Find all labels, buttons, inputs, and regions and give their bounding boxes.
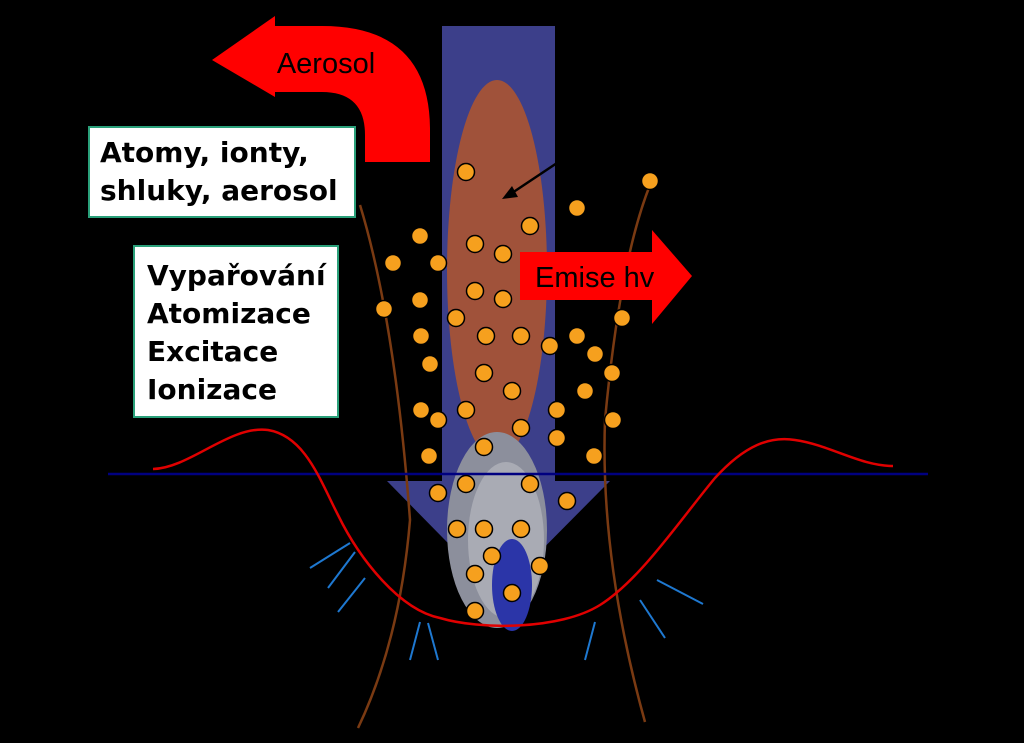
particle <box>493 289 513 309</box>
particle <box>476 326 496 346</box>
particle <box>383 253 403 273</box>
particle <box>567 326 587 346</box>
particle <box>493 244 513 264</box>
particle <box>511 326 531 346</box>
particle <box>511 519 531 539</box>
particle <box>474 363 494 383</box>
particle <box>465 601 485 621</box>
particle <box>447 519 467 539</box>
products-box: Atomy, ionty, shluky, aerosol <box>88 126 356 218</box>
particle <box>602 363 622 383</box>
emission-arrow <box>520 230 692 324</box>
particle <box>411 400 431 420</box>
particle <box>465 234 485 254</box>
particle <box>547 400 567 420</box>
process-ionization: Ionizace <box>147 373 277 406</box>
pointer-line <box>511 159 561 195</box>
particle <box>428 483 448 503</box>
particle <box>530 556 550 576</box>
particle <box>612 308 632 328</box>
particle <box>420 354 440 374</box>
process-vaporization: Vypařování <box>147 259 326 292</box>
particle <box>575 381 595 401</box>
particle <box>456 400 476 420</box>
particle <box>502 583 522 603</box>
pointer-arrowhead <box>502 186 518 199</box>
particle <box>456 474 476 494</box>
crater-profile <box>152 428 894 628</box>
particle <box>410 226 430 246</box>
particle <box>465 564 485 584</box>
process-excitation: Excitace <box>147 335 279 368</box>
particle <box>411 326 431 346</box>
particle <box>520 216 540 236</box>
process-atomization: Atomizace <box>147 297 311 330</box>
particle <box>419 446 439 466</box>
particle <box>446 308 466 328</box>
particle <box>482 546 502 566</box>
particle <box>474 519 494 539</box>
processes-box: Vypařování Atomizace Excitace Ionizace <box>133 245 339 418</box>
crack-lines <box>309 542 704 661</box>
particle <box>584 446 604 466</box>
particle <box>428 410 448 430</box>
particle <box>474 437 494 457</box>
aerosol-arrow-label: Aerosol <box>277 48 375 80</box>
shockwave-left <box>356 204 412 729</box>
particle <box>428 253 448 273</box>
particle <box>557 491 577 511</box>
particle <box>567 198 587 218</box>
particles <box>374 162 660 621</box>
particle <box>585 344 605 364</box>
particle <box>603 410 623 430</box>
particle <box>540 336 560 356</box>
particle <box>502 381 522 401</box>
particle <box>465 281 485 301</box>
products-line-2: shluky, aerosol <box>100 174 338 207</box>
particle <box>520 474 540 494</box>
particle <box>640 171 660 191</box>
particle <box>456 162 476 182</box>
products-line-1: Atomy, ionty, <box>100 136 309 169</box>
emission-arrow-label: Emise hv <box>535 262 655 294</box>
particle <box>511 418 531 438</box>
aerosol-arrow <box>212 16 430 162</box>
particle <box>410 290 430 310</box>
particle <box>374 299 394 319</box>
particle <box>547 428 567 448</box>
